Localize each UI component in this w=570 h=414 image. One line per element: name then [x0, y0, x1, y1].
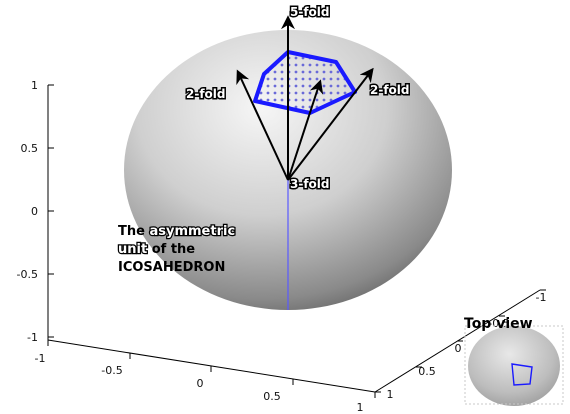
z-tick-label: 0.5 — [21, 142, 39, 155]
z-tick-label: 0 — [31, 205, 38, 218]
caption-line-1: The asymmetric — [118, 224, 235, 239]
caption-line-3: ICOSAHEDRON — [118, 260, 225, 275]
caption-line-2: unit of the — [118, 242, 195, 257]
x-tick-label: 0.5 — [263, 390, 281, 403]
three-fold-label: 3-fold — [290, 177, 330, 191]
x-ticks — [47, 340, 376, 398]
top-view-label: Top view — [464, 316, 533, 332]
z-ticks — [48, 84, 54, 338]
x-tick-label: 0 — [197, 377, 204, 390]
inset-sphere — [468, 326, 560, 406]
y-tick-label: -0.5 — [488, 317, 509, 330]
y-tick-label: -1 — [536, 291, 547, 304]
x-tick-label: -1 — [35, 352, 46, 365]
three-fold-arrow — [287, 79, 324, 181]
z-tick-label: -1 — [27, 331, 38, 344]
two-fold-left-arrow — [236, 69, 289, 181]
five-fold-label: 5-fold — [290, 5, 330, 19]
y-ticks — [375, 289, 546, 393]
y-tick-label: 0.5 — [418, 365, 436, 378]
symmetry-arrows — [236, 15, 374, 181]
two-fold-right-arrow — [287, 67, 374, 181]
two-fold-left-label: 2-fold — [186, 87, 226, 101]
two-fold-right-label: 2-fold — [370, 83, 410, 97]
inset-frame — [464, 325, 564, 405]
z-tick-label: 1 — [31, 79, 38, 92]
y-tick-label: 1 — [387, 388, 394, 401]
caption: The asymmetric unit of the ICOSAHEDRON — [117, 223, 237, 275]
x-tick-label: -0.5 — [101, 364, 122, 377]
top-view-inset: Top view — [464, 316, 564, 406]
inset-asu-outline — [511, 363, 533, 386]
z-tick-label: -0.5 — [17, 268, 38, 281]
y-tick-label: 0 — [455, 342, 462, 355]
x-tick-label: 1 — [357, 401, 364, 414]
